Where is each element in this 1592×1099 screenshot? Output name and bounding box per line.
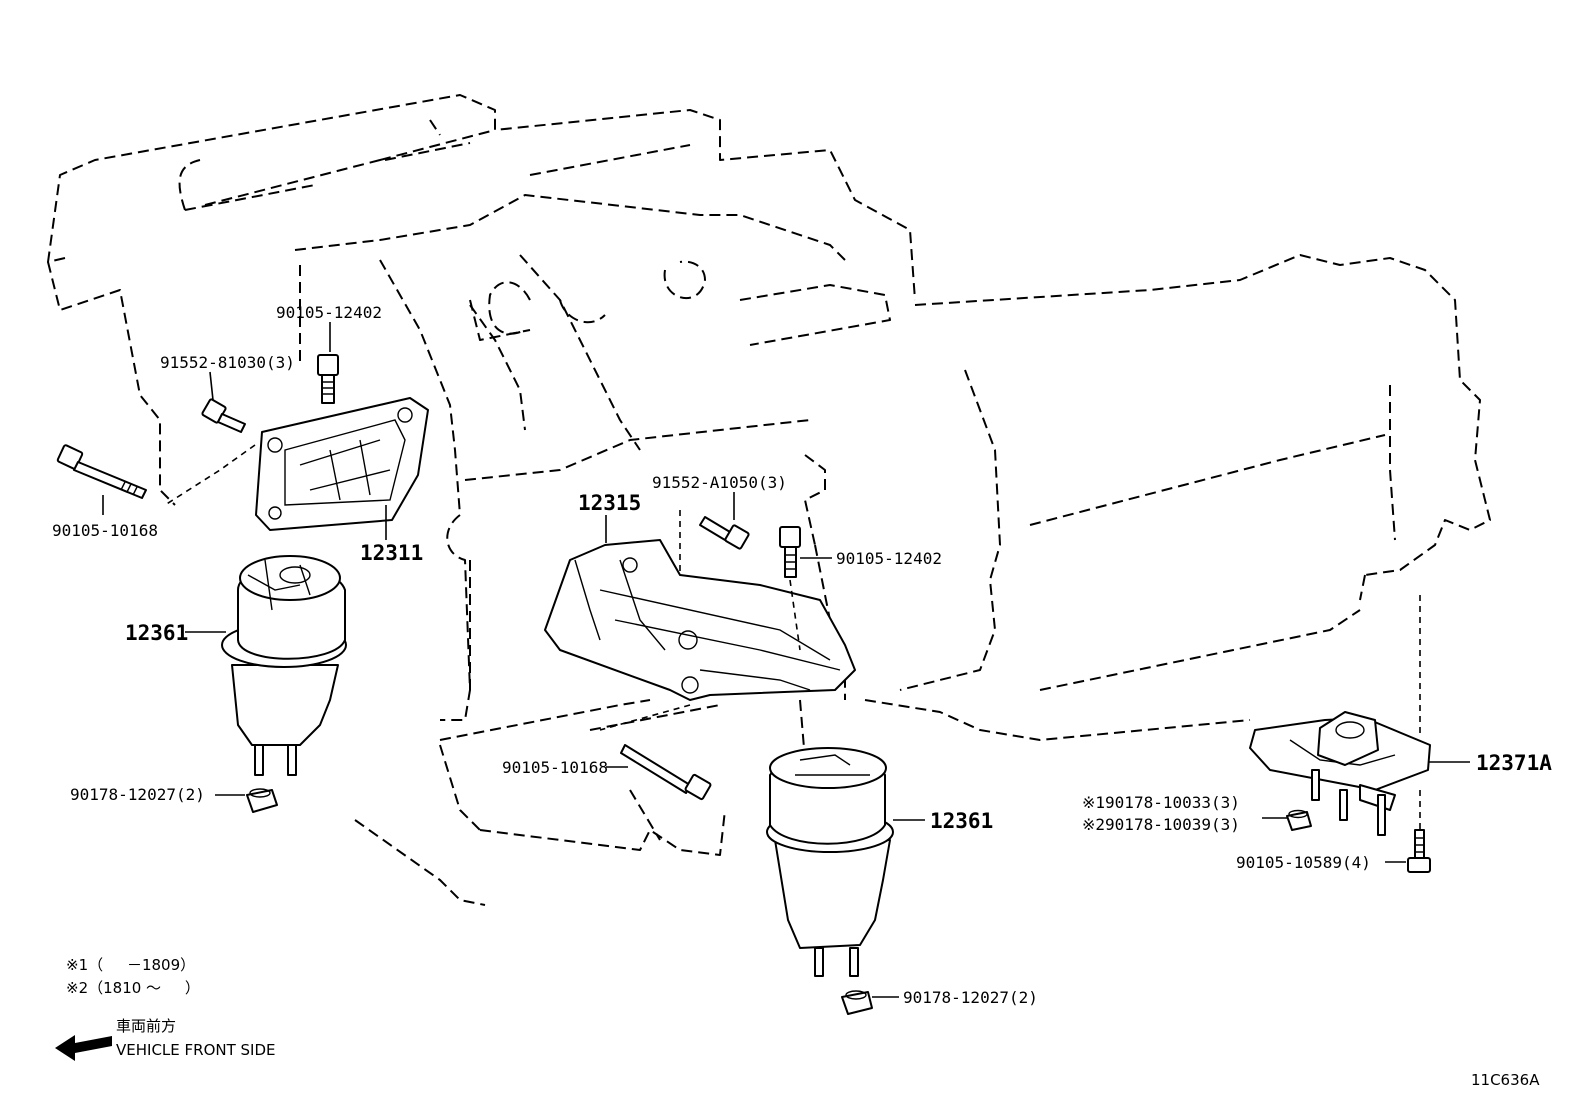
label-12361-center: 12361 [930, 809, 993, 833]
label-12361-left: 12361 [125, 621, 188, 645]
label-90178-12027-center: 90178-12027(2) [903, 988, 1038, 1007]
label-90105-10168-center: 90105-10168 [502, 758, 608, 777]
label-12311: 12311 [360, 541, 423, 565]
label-91552-A1050: 91552-A1050(3) [652, 473, 787, 492]
vehicle-front-arrow-icon [55, 1035, 112, 1061]
bolt-90105-10589 [1407, 829, 1431, 873]
engine-mount-12361-center [766, 747, 894, 977]
nut-90178-12027-left [246, 788, 278, 813]
label-91552-81030: 91552-81030(3) [160, 353, 295, 372]
label-90178-10033: ※190178-10033(3) [1082, 793, 1240, 812]
leader-lines [102, 322, 1470, 998]
transmission-mount-12371A [1249, 711, 1431, 836]
bracket-12315 [544, 539, 856, 701]
label-12315: 12315 [578, 491, 641, 515]
label-90105-10168-left: 90105-10168 [52, 521, 158, 540]
bolt-90105-10168-left [56, 444, 147, 499]
bolt-90105-10168-center [620, 744, 712, 801]
bolt-91552-81030 [201, 398, 246, 433]
bolt-90105-12402-top [317, 354, 339, 404]
footnote-2: ※2（1810 ～ ） [66, 979, 200, 997]
nut-90178-12027-center [841, 990, 873, 1015]
bolt-90105-12402-center [779, 526, 801, 578]
transmission-outline [864, 254, 1491, 741]
front-side-label-en: VEHICLE FRONT SIDE [116, 1041, 276, 1059]
bolt-91552-A1050 [699, 516, 750, 550]
footnote-1: ※1（ －1809） [66, 956, 195, 974]
label-90105-12402-center: 90105-12402 [836, 549, 942, 568]
nut-90178-10033 [1286, 809, 1312, 831]
bracket-12311 [255, 397, 429, 531]
label-90178-10039: ※290178-10039(3) [1082, 815, 1240, 834]
engine-mount-12361-left [221, 555, 347, 776]
label-90178-12027-left: 90178-12027(2) [70, 785, 205, 804]
illustration-code: 11C636A [1471, 1071, 1540, 1089]
label-90105-10589: 90105-10589(4) [1236, 853, 1371, 872]
front-side-label-jp: 車両前方 [116, 1017, 176, 1035]
label-12371A: 12371A [1476, 751, 1552, 775]
label-90105-12402-top: 90105-12402 [276, 303, 382, 322]
